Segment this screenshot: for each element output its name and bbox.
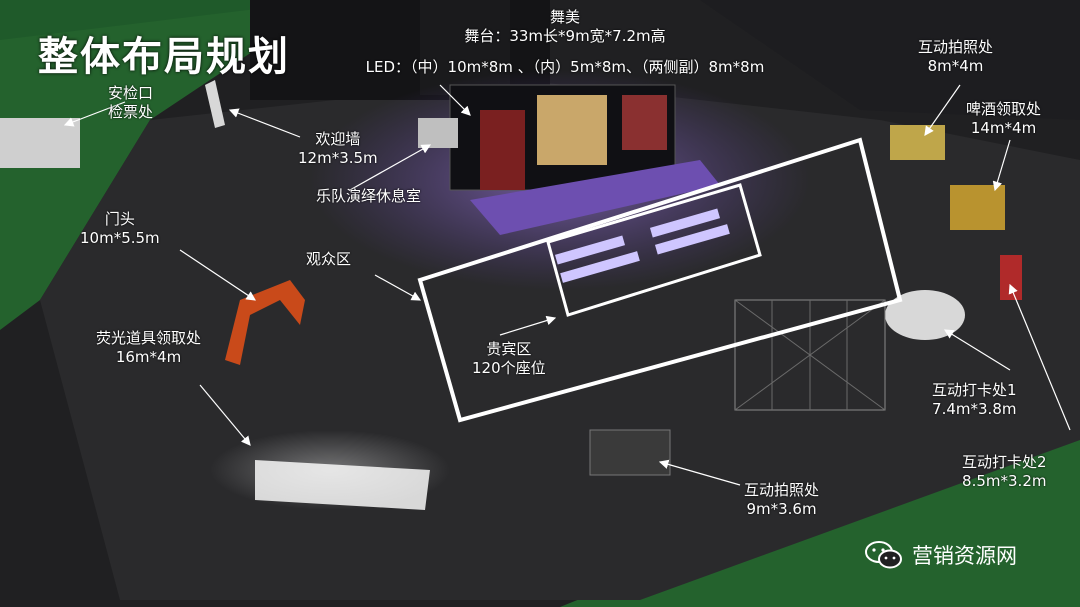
photo-bottom-size: 9m*3.6m <box>744 500 819 519</box>
photo-bottom-name: 互动拍照处 <box>744 481 819 500</box>
vip-name: 贵宾区 <box>472 340 546 359</box>
welcome-wall-size: 12m*3.5m <box>298 149 378 168</box>
checkpoint2-label: 互动打卡处2 8.5m*3.2m <box>962 453 1047 491</box>
checkpoint2-size: 8.5m*3.2m <box>962 472 1047 491</box>
checkpoint2-prop <box>1000 255 1022 300</box>
audience-label: 观众区 <box>306 250 351 269</box>
checkin-hut <box>0 118 80 168</box>
photo-top-label: 互动拍照处 8m*4m <box>918 38 993 76</box>
beer-label: 啤酒领取处 14m*4m <box>966 100 1041 138</box>
wechat-icon <box>864 540 904 570</box>
checkin-label-line2: 检票处 <box>108 103 153 122</box>
checkpoint1-name: 互动打卡处1 <box>932 381 1017 400</box>
watermark-text: 营销资源网 <box>912 540 1017 570</box>
checkpoint1-label: 互动打卡处1 7.4m*3.8m <box>932 381 1017 419</box>
checkpoint2-name: 互动打卡处2 <box>962 453 1047 472</box>
photo-spot-bottom-prop <box>590 430 670 475</box>
led-left <box>480 110 525 190</box>
checkin-label-line1: 安检口 <box>108 84 153 103</box>
stage-label: 舞美 舞台：33m长*9m宽*7.2m高 <box>430 8 700 46</box>
checkpoint1-size: 7.4m*3.8m <box>932 400 1017 419</box>
glow-props-label: 荧光道具领取处 16m*4m <box>96 329 201 367</box>
stage-label-line2: 舞台：33m长*9m宽*7.2m高 <box>430 27 700 46</box>
band-lounge-label: 乐队演绎休息室 <box>316 187 421 206</box>
glow-props-name: 荧光道具领取处 <box>96 329 201 348</box>
photo-top-name: 互动拍照处 <box>918 38 993 57</box>
gate-label: 门头 10m*5.5m <box>80 210 160 248</box>
photo-bottom-label: 互动拍照处 9m*3.6m <box>744 481 819 519</box>
checkpoint1-prop <box>885 290 965 340</box>
watermark: 营销资源网 <box>864 540 1017 570</box>
photo-spot-top-prop <box>890 125 945 160</box>
page-title: 整体布局规划 <box>38 24 290 82</box>
stage-label-line1: 舞美 <box>430 8 700 27</box>
beer-stand-prop <box>950 185 1005 230</box>
glow-props-size: 16m*4m <box>96 348 201 367</box>
stage-led-label: LED：（中）10m*8m 、（内）5m*8m、（两侧副）8m*8m <box>330 58 800 77</box>
vip-seats-count: 120个座位 <box>472 359 546 378</box>
beer-size: 14m*4m <box>966 119 1041 138</box>
welcome-wall-label: 欢迎墙 12m*3.5m <box>298 130 378 168</box>
led-center <box>537 95 607 165</box>
photo-top-size: 8m*4m <box>918 57 993 76</box>
welcome-wall-name: 欢迎墙 <box>298 130 378 149</box>
gate-name: 门头 <box>80 210 160 229</box>
vip-label: 贵宾区 120个座位 <box>472 340 546 378</box>
gate-size: 10m*5.5m <box>80 229 160 248</box>
band-lounge-box <box>418 118 458 148</box>
led-right <box>622 95 667 150</box>
checkin-label: 安检口 检票处 <box>108 84 153 122</box>
beer-name: 啤酒领取处 <box>966 100 1041 119</box>
